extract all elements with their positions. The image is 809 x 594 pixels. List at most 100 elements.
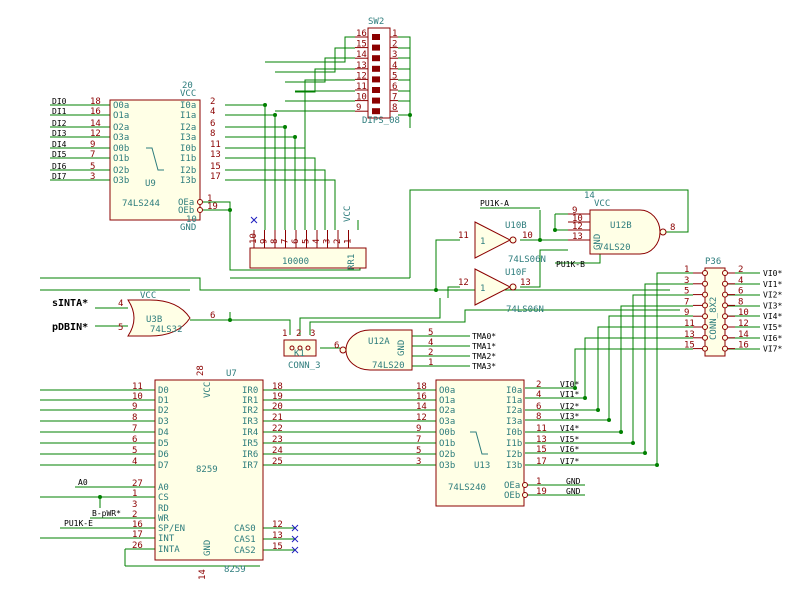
u10f-ref: U10F	[505, 268, 527, 278]
u7-control-name: WR	[158, 514, 169, 524]
p36-left-pin: 5	[684, 287, 689, 297]
p36-left-pin-circle	[702, 313, 708, 320]
p36-right-pin: 16	[738, 341, 749, 351]
u7-data-name: D1	[158, 396, 169, 406]
u13-oe-name: OEb	[504, 491, 520, 501]
u7-cas-name: CAS1	[234, 535, 256, 545]
p36-left-pin-circle	[702, 270, 708, 276]
u10b-out-pin: 10	[522, 231, 533, 241]
u9-input-pin: 3	[90, 172, 95, 182]
p36-right-pin: 12	[738, 319, 749, 329]
u13-output-pin: 11	[536, 424, 547, 434]
u7-cas-noconnect-mark-b	[291, 535, 299, 543]
u13-oe-bubble	[522, 482, 528, 488]
u7-control-pin: 26	[132, 541, 143, 551]
u7-vcc-label: VCC	[203, 382, 213, 398]
net-pu1k-b: PU1K-B	[556, 260, 585, 269]
p36-right-pin-circle	[722, 270, 728, 276]
u13-output-name: I3a	[506, 417, 522, 427]
u9-input-net: DI1	[52, 107, 67, 116]
u7-gnd-label: GND	[203, 540, 213, 556]
u9-oe-pin: 19	[207, 202, 218, 212]
u13-oe-bubble	[522, 492, 528, 498]
u9-input-name: O0b	[113, 144, 129, 154]
u7-control-name: RD	[158, 504, 169, 514]
u9-output-name: I2a	[180, 123, 196, 133]
sw2-left-pin: 9	[356, 103, 361, 113]
u13-input-pin: 12	[416, 413, 427, 423]
u9-input-pin: 7	[90, 150, 95, 160]
u9-output-name: I3b	[180, 176, 196, 186]
svg-text:1: 1	[480, 284, 485, 294]
u7-ir-pin: 19	[272, 392, 283, 402]
u9-input-name: O1b	[113, 154, 129, 164]
u13-input-name: O0a	[439, 386, 455, 396]
p36-right-pin-circle	[722, 280, 728, 287]
p36-right-pin-circle	[722, 313, 728, 320]
u7-cas-noconnect-mark	[291, 546, 299, 554]
u7-cas-name: CAS0	[234, 524, 256, 534]
wires	[40, 36, 760, 567]
u13-oe-pin: 1	[536, 477, 541, 487]
u9-oe-pin: 1	[207, 194, 212, 204]
p36-left-pin-circle	[702, 291, 708, 298]
u12a-input-pin: 5	[428, 328, 433, 338]
u7-data-pin: 8	[132, 413, 137, 423]
u12a-net-label: TMA2*	[472, 352, 496, 361]
u12a-input-pin: 1	[428, 358, 433, 368]
k1-pin2: 2	[296, 329, 301, 339]
u13-output-name: I1b	[506, 439, 522, 449]
u9-gnd-label: GND	[180, 223, 196, 233]
u13-output-pin: 6	[536, 402, 541, 412]
rr1-pin: 6	[291, 239, 301, 244]
u9-output-pin: 4	[210, 107, 215, 117]
u7-data-pin: 6	[132, 435, 137, 445]
u13-output-name: I2b	[506, 450, 522, 460]
u13-input-pin: 5	[416, 446, 421, 456]
u13-output-name: I0a	[506, 386, 522, 396]
sw2-lever	[372, 55, 380, 62]
u13-output-pin: 15	[536, 445, 547, 455]
u9-input-pin: 18	[90, 97, 101, 107]
u13-net-label: VI6*	[560, 445, 579, 454]
u7-ir-name: IR7	[242, 461, 258, 471]
inverter-u10b: 1 11 10 U10B 74LS06N	[458, 221, 546, 265]
u12b-out-pin: 8	[670, 223, 675, 233]
u9-input-name: O2a	[113, 123, 129, 133]
u9-input-net: DI3	[52, 129, 67, 138]
p36-left-pin-circle	[702, 334, 708, 341]
u7-data-name: D4	[158, 428, 169, 438]
u13-output-pin: 4	[536, 390, 541, 400]
u13-output-name: I0b	[506, 428, 522, 438]
u7-cas-name: CAS2	[234, 546, 256, 556]
u7-cas-pin: 13	[272, 531, 283, 541]
net-sinta: sINTA*	[52, 298, 88, 309]
u9-output-name: I0a	[180, 101, 196, 111]
u13-oe-name: OEa	[504, 481, 520, 491]
u7-cas-noconnect-mark	[291, 535, 299, 543]
u13-net-label: VI1*	[560, 390, 579, 399]
net-pu1k-a: PU1K-A	[480, 199, 509, 208]
u12a-net-label: TMA1*	[472, 342, 496, 351]
u13-input-pin: 3	[416, 457, 421, 467]
p36-net-label: VI6*	[763, 334, 782, 343]
svg-text:1: 1	[480, 237, 485, 247]
u9-output-pin: 6	[210, 119, 215, 129]
u7-data-pin: 9	[132, 402, 137, 412]
u7-data-pin: 7	[132, 424, 137, 434]
u7-value-bottom: 8259	[224, 565, 246, 575]
u7-control-name: INT	[158, 534, 175, 544]
u10f-in-pin: 12	[458, 278, 469, 288]
p36-left-pin: 7	[684, 297, 689, 307]
u7-control-pin: 16	[132, 520, 143, 530]
p36-left-pin-circle	[702, 345, 708, 352]
u7-data-pin: 11	[132, 382, 143, 392]
u7-ir-pin: 18	[272, 382, 283, 392]
u13-net-label: VI4*	[560, 424, 579, 433]
